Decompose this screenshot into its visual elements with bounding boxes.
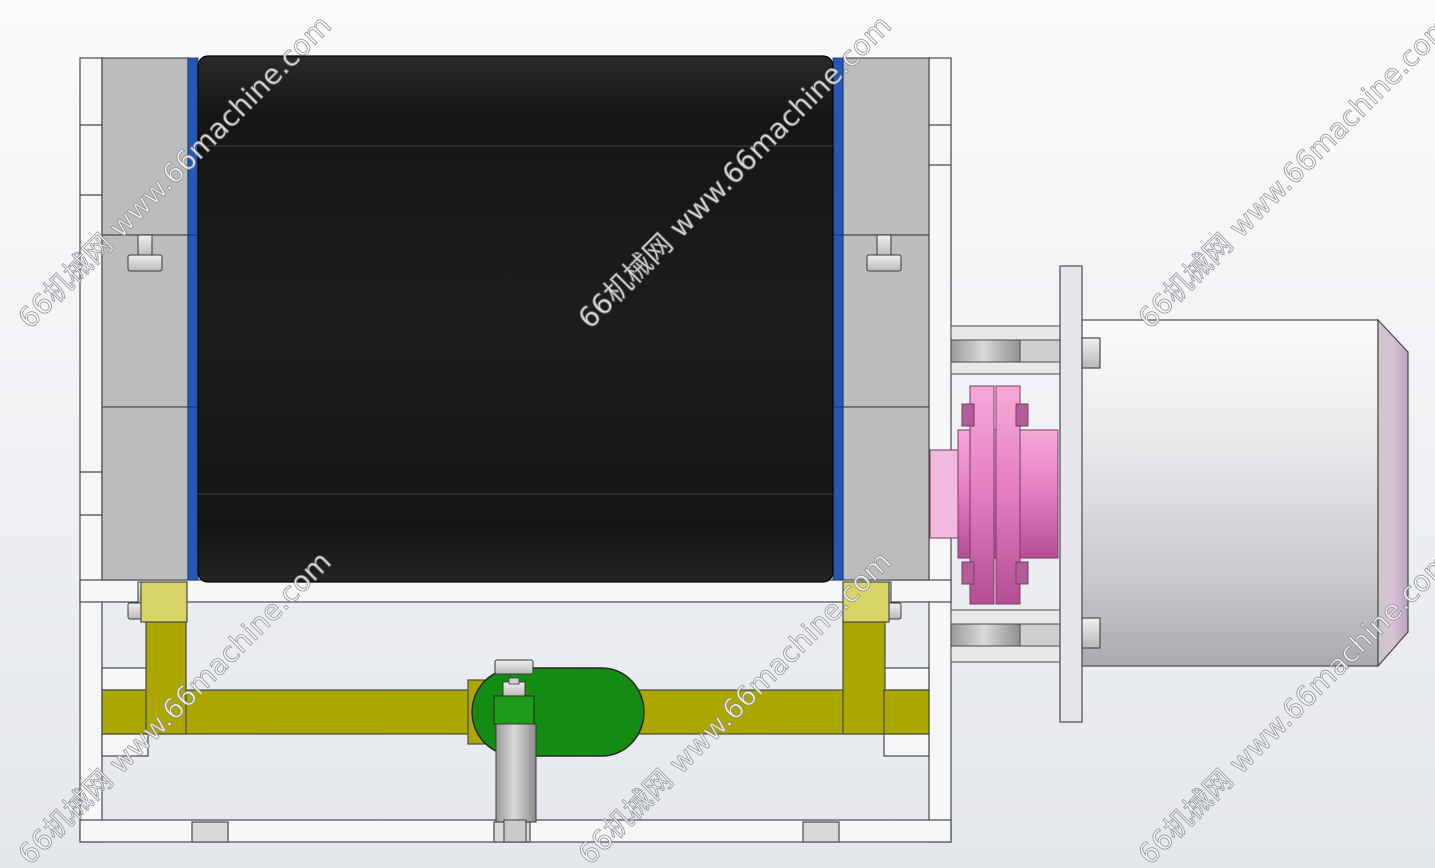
bearing-block bbox=[101, 57, 930, 581]
watermark-text: 66机械网 www.66machine.com bbox=[1132, 9, 1435, 335]
motor-standoff bbox=[950, 325, 1062, 663]
pink-coupling bbox=[929, 385, 1059, 605]
blue-shim bbox=[187, 57, 844, 581]
roller bbox=[197, 55, 834, 583]
motor bbox=[1059, 265, 1409, 723]
adjust-rod bbox=[495, 723, 537, 843]
